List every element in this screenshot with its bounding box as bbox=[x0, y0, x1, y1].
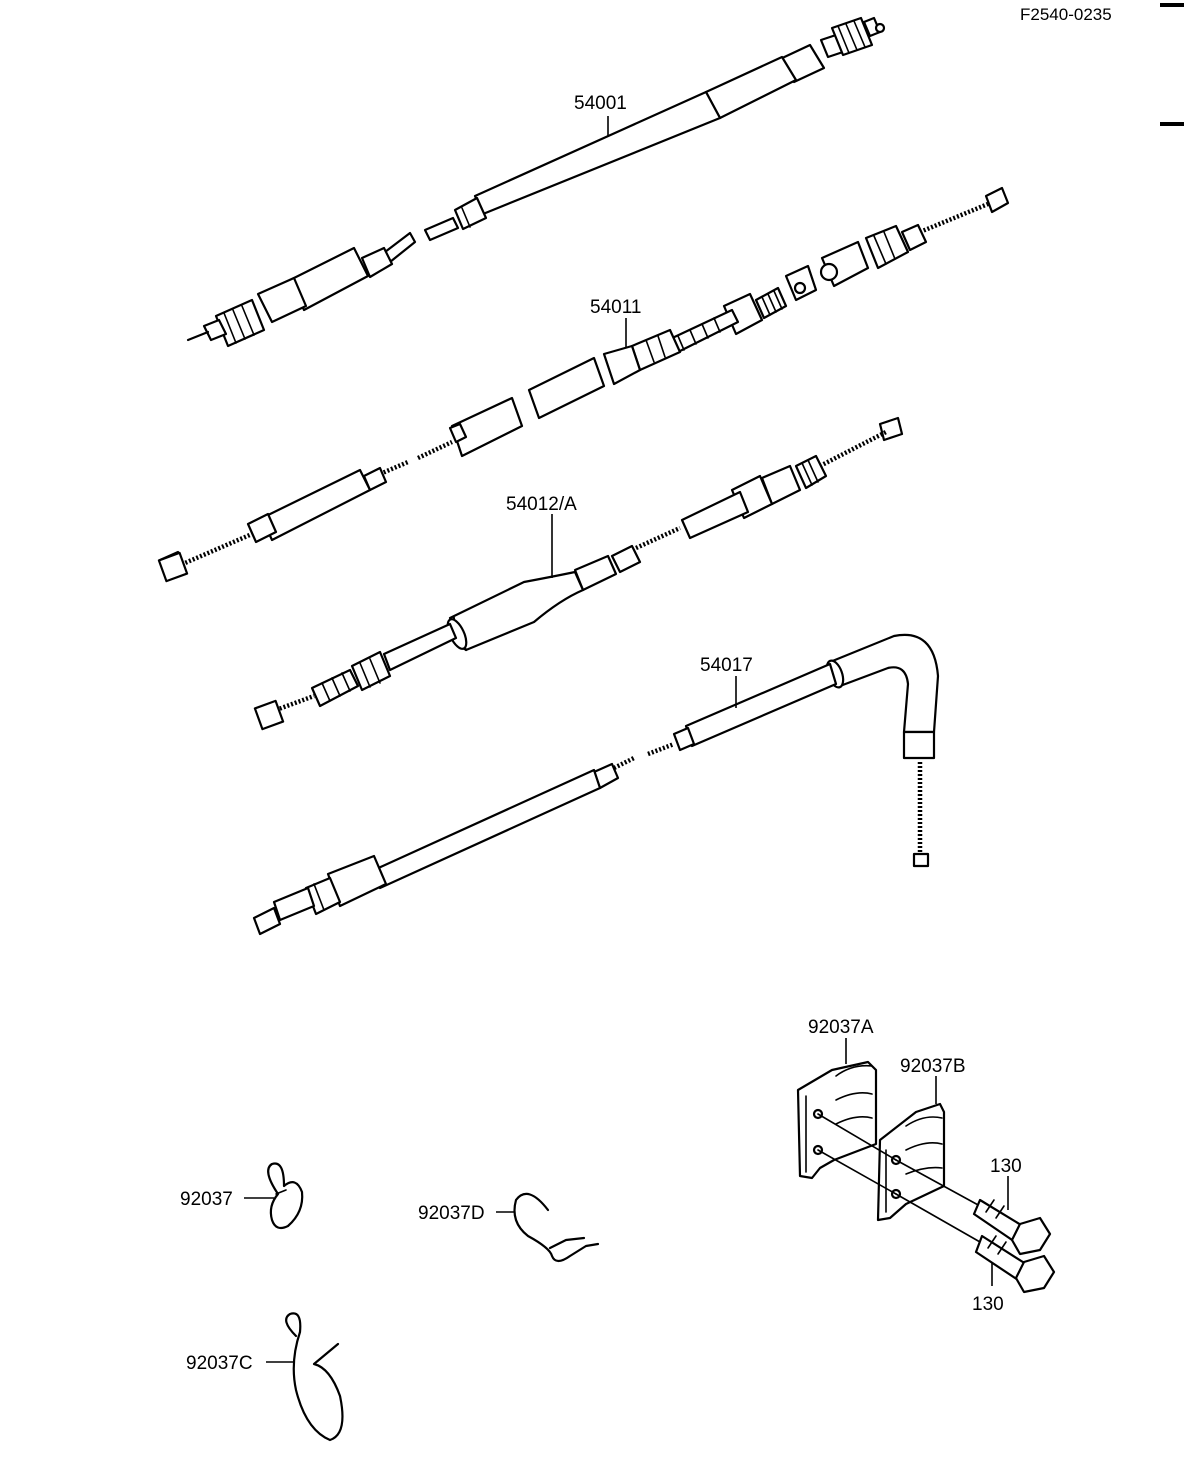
label-54001: 54001 bbox=[574, 93, 627, 114]
label-92037b: 92037B bbox=[900, 1056, 966, 1077]
label-92037: 92037 bbox=[180, 1189, 233, 1210]
label-54017: 54017 bbox=[700, 655, 753, 676]
label-92037d: 92037D bbox=[418, 1203, 485, 1224]
label-54011: 54011 bbox=[590, 297, 641, 318]
speedometer-cable-54001[interactable] bbox=[186, 16, 886, 348]
reference-code: F2540-0235 bbox=[1020, 5, 1112, 24]
clamp-bracket-92037a[interactable] bbox=[796, 1060, 878, 1180]
clamp-bracket-92037b[interactable] bbox=[817, 1102, 946, 1222]
label-54012a: 54012/A bbox=[506, 494, 577, 515]
label-92037a: 92037A bbox=[808, 1017, 874, 1038]
margin-mark-top bbox=[1160, 3, 1184, 7]
bolt-130-lower[interactable] bbox=[895, 1193, 1056, 1294]
margin-mark-middle bbox=[1160, 122, 1184, 126]
clip-92037[interactable] bbox=[267, 1162, 304, 1230]
label-130-lower: 130 bbox=[972, 1294, 1004, 1315]
choke-cable-54017[interactable] bbox=[252, 633, 940, 936]
clip-92037c[interactable] bbox=[285, 1312, 344, 1442]
throttle-cable-54011[interactable] bbox=[157, 186, 1010, 583]
clip-92037d[interactable] bbox=[513, 1192, 600, 1263]
label-92037c: 92037C bbox=[186, 1353, 253, 1374]
bolt-130-upper[interactable] bbox=[895, 1159, 1052, 1256]
label-130-upper: 130 bbox=[990, 1156, 1022, 1177]
clutch-cable-54012a[interactable] bbox=[253, 416, 904, 731]
